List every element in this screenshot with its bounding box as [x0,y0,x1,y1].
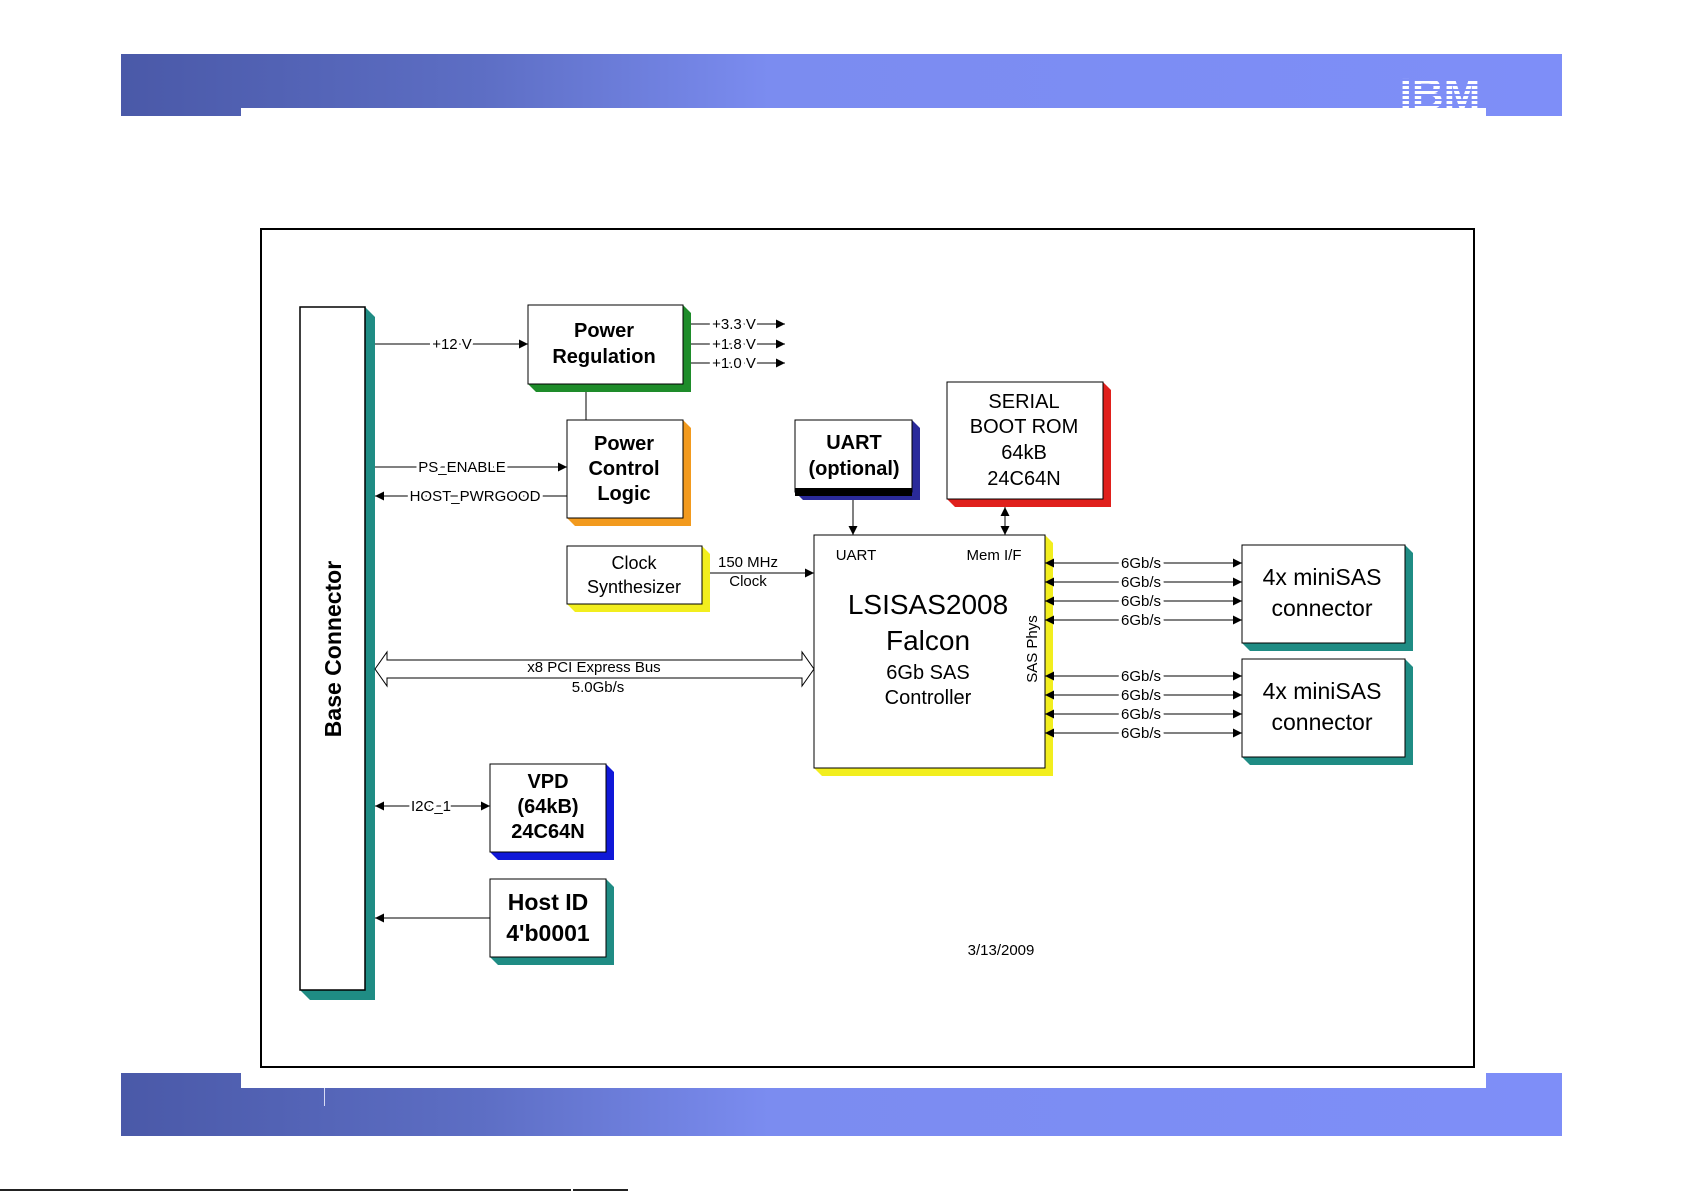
v10-label: +1.0 V [712,355,756,372]
clock-line2: Synthesizer [587,577,681,597]
power-regulation-line2: Regulation [552,346,655,368]
i2c-label: I2C_1 [411,798,451,815]
minisas-2-line2: connector [1271,709,1372,735]
boot-rom-line1: SERIAL [988,391,1059,413]
v33-label: +3.3 V [712,316,756,333]
sas-lane-rate-3: 6Gb/s [1121,593,1161,610]
sas-lane-rate-4: 6Gb/s [1121,612,1161,629]
sas-lane-rate-5: 6Gb/s [1121,668,1161,685]
boot-rom-line4: 24C64N [987,468,1060,490]
footer-rule [0,1189,571,1191]
footer-divider [324,1080,325,1106]
boot-rom-block: SERIAL BOOT ROM 64kB 24C64N [946,381,1111,507]
power-control-block: Power Control Logic [566,419,691,526]
sas-lane-rate-6: 6Gb/s [1121,687,1161,704]
footer-rule-short [573,1189,628,1191]
clock-signal-label: Clock [729,573,767,590]
host-id-line2: 4'b0001 [506,920,590,946]
clock-synthesizer-block: Clock Synthesizer [566,545,710,612]
clock-line1: Clock [611,553,657,573]
uart-block: UART (optional) [794,419,920,500]
sas-phys-label: SAS Phys [1024,615,1041,683]
diagram-frame [260,228,1475,1068]
vpd-line2: (64kB) [517,796,578,818]
minisas-1-line2: connector [1271,595,1372,621]
power-control-line1: Power [594,433,654,455]
v18-label: +1.8 V [712,336,756,353]
controller-name: LSISAS2008 [848,589,1008,620]
host-id-block: Host ID 4'b0001 [489,878,614,965]
sas-lane-rate-8: 6Gb/s [1121,725,1161,742]
power-regulation-line1: Power [574,320,634,342]
base-connector-label: Base Connector [320,561,346,737]
pcie-bus-arrow [374,650,815,688]
sas-lane-rate-2: 6Gb/s [1121,574,1161,591]
boot-rom-line2: BOOT ROM [970,416,1079,438]
vpd-block: VPD (64kB) 24C64N [489,763,614,860]
ibm-logo: IBM [1400,70,1481,112]
vpd-line3: 24C64N [511,821,584,843]
diagram-date: 3/13/2009 [968,942,1035,959]
uart-line2: (optional) [808,458,899,480]
base-connector-block: Base Connector [299,306,375,1000]
sas-lanes: 6Gb/s 6Gb/s 6Gb/s 6Gb/s 6Gb/s 6Gb/s 6Gb/s 6Gb/s [1045,552,1242,745]
boot-rom-line3: 64kB [1001,442,1047,464]
ps-enable-label: PS_ENABLE [418,459,506,476]
header-band [121,54,1562,116]
power-control-line3: Logic [597,483,650,505]
controller-desc-2: Controller [885,687,972,709]
svg-text:IBM: IBM [1400,70,1481,112]
minisas-2-line1: 4x miniSAS [1263,678,1382,704]
controller-uart-port: UART [836,547,877,564]
host-id-line1: Host ID [508,889,589,915]
pcie-label: x8 PCI Express Bus [527,659,660,676]
sas-lane-rate-7: 6Gb/s [1121,706,1161,723]
minisas-connector-2: 4x miniSAS connector [1241,658,1413,765]
vpd-line1: VPD [527,771,568,793]
controller-codename: Falcon [886,625,970,656]
controller-desc-1: 6Gb SAS [886,662,969,684]
v12-label: +12 V [432,336,472,353]
power-regulation-block: Power Regulation [527,304,691,392]
clock-freq-label: 150 MHz [718,554,778,571]
minisas-connector-1: 4x miniSAS connector [1241,544,1413,651]
minisas-1-line1: 4x miniSAS [1263,564,1382,590]
host-pwrgood-label: HOST_PWRGOOD [410,488,541,505]
controller-mem-port: Mem I/F [967,547,1022,564]
power-control-line2: Control [588,458,659,480]
pcie-speed-label: 5.0Gb/s [572,679,625,696]
controller-block: UART Mem I/F LSISAS2008 Falcon 6Gb SAS C… [813,534,1053,776]
sas-lane-rate-1: 6Gb/s [1121,555,1161,572]
uart-line1: UART [826,432,882,454]
